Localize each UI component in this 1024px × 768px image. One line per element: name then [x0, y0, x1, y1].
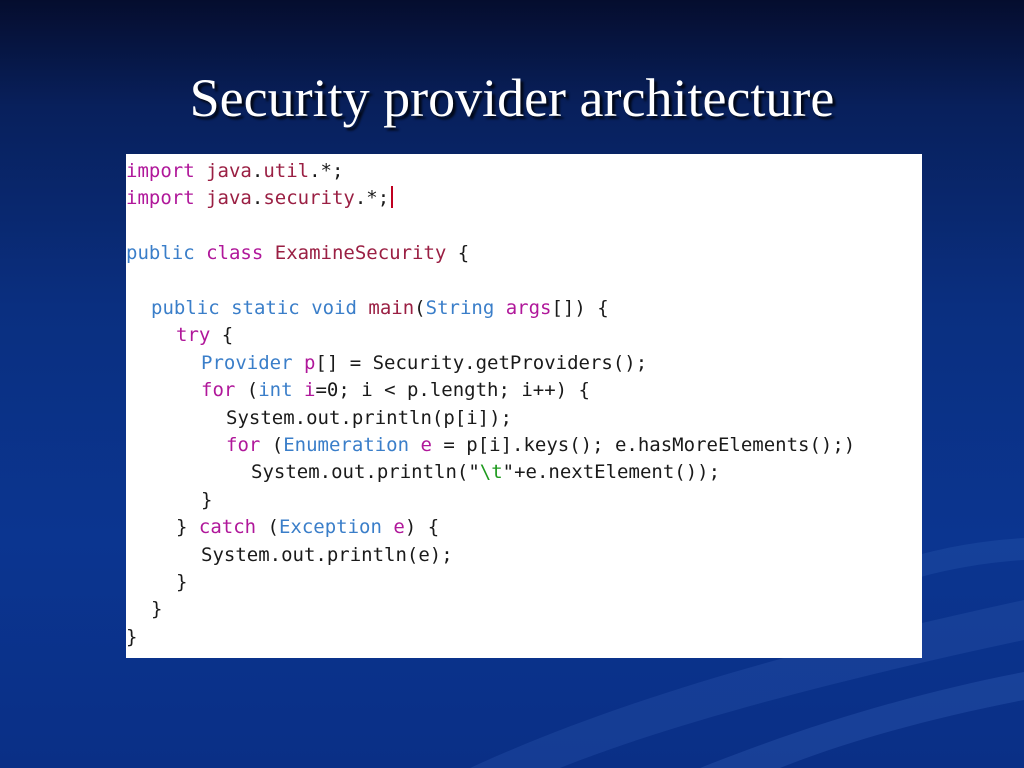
code-token-plain: System.out.println(p[i]);	[226, 406, 512, 429]
slide-title: Security provider architecture	[189, 68, 835, 128]
code-line: for (int i=0; i < p.length; i++) {	[201, 377, 590, 404]
code-token-type: int	[258, 379, 293, 402]
code-token-plain: (	[256, 516, 279, 539]
code-line: } catch (Exception e) {	[176, 514, 439, 541]
code-token-plain	[409, 434, 420, 456]
code-token-name: util	[263, 160, 310, 182]
code-token-plain	[220, 297, 231, 319]
code-screenshot: import java.util.*;import java.security.…	[126, 154, 922, 658]
code-token-plain	[357, 297, 368, 319]
code-token-name: java	[206, 187, 252, 210]
code-token-plain: System.out.println("	[251, 461, 480, 484]
code-line: public static void main(String args[]) {	[151, 295, 609, 322]
code-token-plain	[195, 160, 206, 182]
code-token-type: static	[231, 297, 300, 319]
code-line: }	[201, 487, 212, 514]
code-token-plain: (	[235, 379, 259, 402]
code-token-plain: =0; i < p.length; i++) {	[315, 379, 590, 402]
code-line: import java.util.*;	[126, 158, 343, 185]
code-token-name: ExamineSecurity	[274, 242, 447, 265]
code-token-plain	[263, 242, 274, 264]
code-token-plain: }	[176, 516, 199, 539]
code-token-plain: }	[176, 571, 188, 593]
code-token-plain	[293, 352, 304, 374]
code-token-type: String	[425, 297, 495, 319]
code-token-keyword: try	[176, 324, 211, 347]
code-token-plain: {	[446, 242, 470, 265]
code-token-plain: }	[126, 625, 138, 648]
code-token-plain	[382, 516, 393, 538]
code-line: }	[176, 569, 187, 596]
code-token-keyword: e	[420, 434, 432, 456]
code-line: Provider p[] = Security.getProviders();	[201, 350, 647, 377]
code-token-keyword: i	[304, 379, 316, 402]
code-line: System.out.println("\t"+e.nextElement())…	[251, 459, 720, 486]
code-token-plain: .	[251, 160, 264, 182]
code-token-plain: .	[251, 187, 264, 210]
code-token-plain	[300, 297, 311, 319]
code-line: for (Enumeration e = p[i].keys(); e.hasM…	[226, 432, 855, 459]
code-token-plain: .*;	[354, 187, 390, 210]
code-token-name: java	[206, 160, 252, 182]
code-token-plain	[494, 297, 505, 319]
code-token-plain	[195, 242, 206, 264]
code-token-plain: (	[260, 434, 284, 456]
code-line: System.out.println(e);	[201, 542, 453, 569]
code-token-plain: {	[210, 324, 234, 347]
code-token-plain: }	[201, 488, 213, 511]
code-token-keyword: args	[505, 297, 552, 319]
code-token-plain: ) {	[404, 516, 440, 539]
code-token-name: security	[263, 187, 355, 210]
code-token-type: Exception	[278, 516, 382, 539]
code-token-keyword: e	[393, 516, 405, 539]
code-token-plain: [] = Security.getProviders();	[315, 351, 648, 374]
code-line: public class ExamineSecurity {	[126, 240, 469, 267]
code-token-plain: System.out.println(e);	[201, 543, 453, 566]
code-token-keyword: for	[226, 434, 261, 456]
code-line: import java.security.*;	[126, 185, 394, 212]
code-line: System.out.println(p[i]);	[226, 405, 512, 432]
code-token-keyword: catch	[198, 516, 257, 539]
code-token-name: main	[368, 297, 415, 319]
code-token-plain	[195, 187, 206, 209]
code-token-plain: []) {	[551, 297, 609, 319]
code-token-plain: "+e.nextElement());	[502, 461, 721, 484]
code-token-type: void	[311, 297, 357, 319]
code-line: }	[126, 624, 137, 651]
code-line: }	[151, 596, 162, 623]
code-token-plain: .*;	[309, 160, 344, 182]
code-token-keyword: p	[303, 351, 316, 374]
code-token-plain	[293, 379, 304, 401]
code-token-keyword: for	[201, 379, 236, 402]
code-token-plain: }	[151, 598, 163, 621]
text-cursor-caret	[391, 186, 394, 209]
code-token-type: public	[126, 242, 195, 265]
code-token-keyword: class	[206, 242, 264, 265]
code-token-keyword: import	[126, 160, 195, 182]
code-token-escape: \t	[479, 461, 503, 484]
code-line: try {	[176, 322, 233, 349]
code-token-type: Enumeration	[283, 434, 410, 456]
code-token-plain: = p[i].keys(); e.hasMoreElements();)	[431, 434, 856, 456]
code-token-plain: (	[414, 297, 426, 319]
code-token-type: public	[151, 297, 220, 319]
code-token-type: Provider	[201, 351, 293, 374]
code-token-keyword: import	[126, 187, 195, 210]
